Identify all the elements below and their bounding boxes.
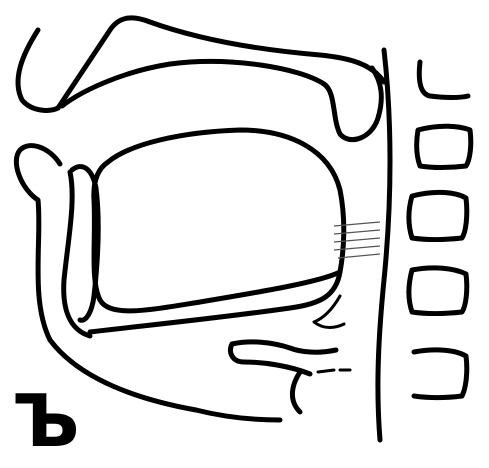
vertebra-2 <box>417 126 471 167</box>
vertebra-5 <box>414 350 467 398</box>
tongue <box>94 130 344 311</box>
hyoid-dash <box>318 370 350 372</box>
lower-lip <box>16 146 196 410</box>
neck-front <box>196 410 280 420</box>
vertebra-1 <box>419 62 468 98</box>
vertebra-4 <box>409 268 467 314</box>
lower-lip-inner <box>64 172 90 336</box>
sound-letter-label: Ъ <box>12 385 80 457</box>
larynx <box>231 342 337 412</box>
upper-lip <box>18 30 58 110</box>
palate-inner <box>62 61 381 139</box>
vertebra-3 <box>409 192 467 239</box>
